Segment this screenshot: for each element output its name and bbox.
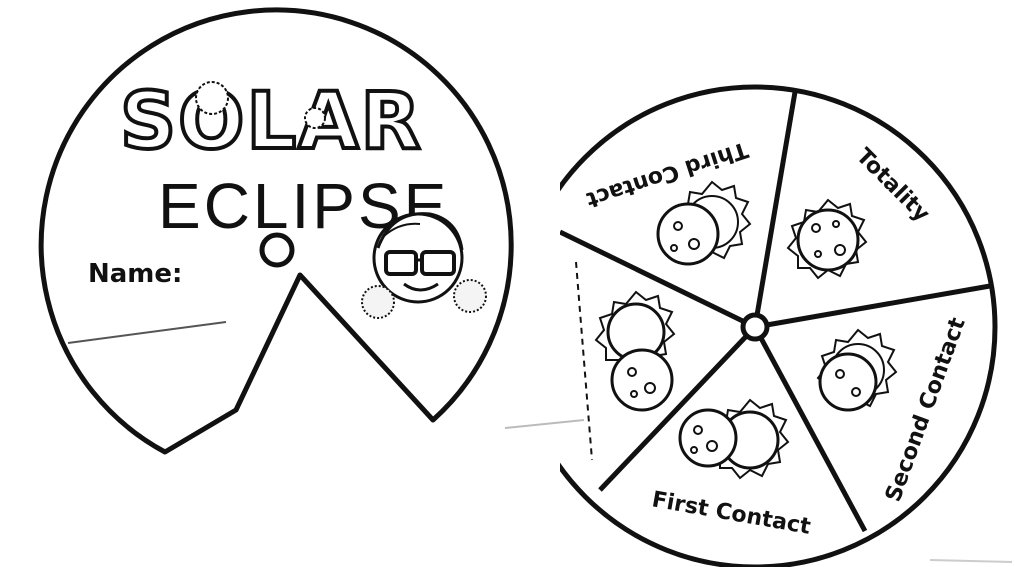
center-hole (743, 315, 767, 339)
name-label: Name: (88, 259, 182, 289)
phase-wheel: Third Contact Totality Second Contact Fi… (505, 87, 1012, 567)
title-line-1: SOLAR (120, 77, 423, 167)
cover-wheel: SOLAR ECLIPSE Name: (41, 10, 511, 452)
faint-guide-line (930, 560, 1012, 562)
